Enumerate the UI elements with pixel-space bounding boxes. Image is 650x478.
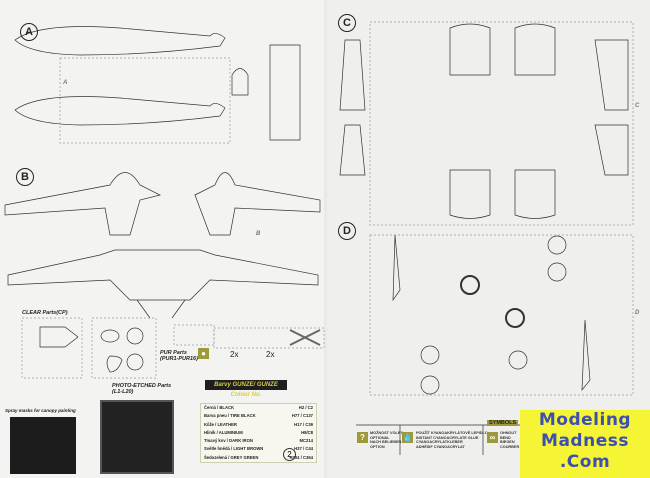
right-page bbox=[327, 0, 650, 478]
colour-code: H8/C8 bbox=[301, 429, 313, 435]
tailplane-c4 bbox=[514, 169, 556, 219]
colour-name: Tmavý kov / DARK IRON bbox=[204, 438, 253, 444]
quantity-label: 2x bbox=[230, 350, 239, 359]
colour-name: Kůže / LEATHER bbox=[204, 421, 237, 427]
pur-parts-label: PUR Parts (PUR1-PUR16) bbox=[160, 350, 198, 362]
colour-row: Tmavý kov / DARK IRON MC214 bbox=[201, 437, 316, 445]
sprue-d-tag: D bbox=[635, 310, 640, 316]
photo-etched-fret bbox=[100, 400, 174, 474]
wheel-d bbox=[547, 235, 567, 255]
optional-icon: ? bbox=[357, 432, 368, 443]
wheel-d4 bbox=[420, 375, 440, 395]
propeller-d bbox=[392, 234, 401, 302]
glue-drop-icon: 💧 bbox=[402, 432, 413, 443]
colour-table-title: Barvy GUNZE/ GUNZE Colour No. bbox=[205, 380, 287, 398]
wheel-d5 bbox=[508, 350, 528, 370]
wing-upper-drawing bbox=[4, 172, 162, 236]
clear-ring-part bbox=[126, 353, 144, 371]
fuselage-side-drawing bbox=[14, 26, 226, 56]
canopy-drawing bbox=[39, 326, 79, 348]
colour-code: H2 / C2 bbox=[298, 405, 313, 410]
clear-sprue-frame-2 bbox=[91, 317, 157, 379]
wheel-d3 bbox=[420, 345, 440, 365]
sprue-c-tag: C bbox=[635, 103, 640, 109]
colour-row: Černá / BLACK H2 / C2 bbox=[201, 404, 316, 412]
tailplane-c1 bbox=[449, 23, 491, 76]
sprue-d-frame bbox=[369, 234, 634, 396]
section-d-marker: D bbox=[338, 222, 356, 240]
small-parts-frame bbox=[213, 327, 325, 349]
colour-name: Šedozelená / GREY GREEN bbox=[204, 454, 259, 460]
engine-d bbox=[460, 275, 480, 295]
part-c1 bbox=[339, 39, 366, 111]
sprue-a-tag: A bbox=[63, 80, 68, 86]
fuselage-side-drawing-2 bbox=[14, 96, 226, 126]
clear-sprue-frame-1 bbox=[21, 317, 83, 379]
colour-row: Světle hnědá / LIGHT BROWN H37 / C44 bbox=[201, 445, 316, 453]
sprue-a-frame bbox=[59, 57, 231, 144]
spray-masks-label: Spray masks for canopy painting bbox=[5, 408, 76, 413]
symbols-title: SYMBOLS bbox=[487, 420, 519, 426]
section-c-marker: C bbox=[338, 14, 356, 32]
wing-upper-drawing-2 bbox=[194, 172, 321, 236]
engine-d2 bbox=[505, 308, 525, 328]
tailplane-c2 bbox=[514, 23, 556, 76]
colour-row: Barva pneu / TIRE BLACK H77 / C137 bbox=[201, 412, 316, 420]
clear-part bbox=[100, 329, 120, 343]
clear-part-2 bbox=[106, 355, 123, 373]
colour-name: Černá / BLACK bbox=[204, 405, 235, 410]
sprue-c-frame bbox=[369, 21, 634, 226]
watermark-line: Madness bbox=[541, 431, 629, 451]
colour-name: Barva pneu / TIRE BLACK bbox=[204, 413, 256, 419]
spray-mask-sheet bbox=[10, 417, 76, 474]
symbol-glue-text: POUŽÍT KYANOAKRYLÁTOVÉ LEPIDLO INSTANT C… bbox=[416, 431, 488, 449]
glue-icon: ● bbox=[198, 348, 209, 359]
colour-name: Hliník / ALUMINIUM bbox=[204, 429, 243, 435]
bend-icon: ∞ bbox=[487, 432, 498, 443]
seat-drawing bbox=[231, 68, 249, 96]
gunsight-part bbox=[126, 327, 144, 345]
photo-etched-label: PHOTO-ETCHED Parts (L1-L20) bbox=[112, 383, 172, 395]
part-c22 bbox=[594, 124, 629, 176]
part-c21 bbox=[594, 39, 629, 111]
watermark-line: Modeling bbox=[538, 410, 632, 430]
colour-code: H37 / C44 bbox=[294, 446, 313, 452]
colour-code: MC214 bbox=[299, 438, 314, 444]
symbol-bend-text: OHNOUT BEND BIEGEN COURBER bbox=[500, 431, 520, 449]
wheel-d2 bbox=[547, 262, 567, 282]
clear-parts-label: CLEAR Parts(CP) bbox=[22, 310, 68, 316]
watermark-line: .Com bbox=[559, 452, 611, 472]
colour-row: Kůže / LEATHER H17 / C39 bbox=[201, 421, 316, 429]
colour-code: H304 / C364 bbox=[289, 454, 313, 460]
pur-parts-frame bbox=[173, 324, 215, 346]
colour-table: Černá / BLACK H2 / C2 Barva pneu / TIRE B… bbox=[200, 403, 317, 463]
colour-code: H77 / C137 bbox=[291, 413, 313, 419]
sprue-b-tag: B bbox=[256, 231, 261, 237]
modeling-madness-watermark: Modeling Madness .Com bbox=[520, 410, 650, 478]
symbol-optional-text: MOŽNOST VOLBY OPTIONAL NACH BELIEBEN OPT… bbox=[370, 431, 404, 449]
colour-code: H17 / C39 bbox=[294, 421, 313, 427]
colour-row: Hliník / ALUMINIUM H8/C8 bbox=[201, 429, 316, 437]
section-b-marker: B bbox=[16, 168, 34, 186]
part-c2 bbox=[339, 124, 366, 176]
wing-lower-drawing bbox=[7, 249, 319, 301]
cockpit-tub-drawing bbox=[269, 44, 301, 141]
colour-row: Šedozelená / GREY GREEN H304 / C364 bbox=[201, 454, 316, 462]
colour-name: Světle hnědá / LIGHT BROWN bbox=[204, 446, 264, 452]
section-a-marker: A bbox=[20, 23, 38, 41]
page-number: 2 bbox=[283, 448, 296, 461]
propeller-d2 bbox=[581, 319, 591, 392]
quantity-label: 2x bbox=[266, 350, 275, 359]
tailplane-c3 bbox=[449, 169, 491, 219]
